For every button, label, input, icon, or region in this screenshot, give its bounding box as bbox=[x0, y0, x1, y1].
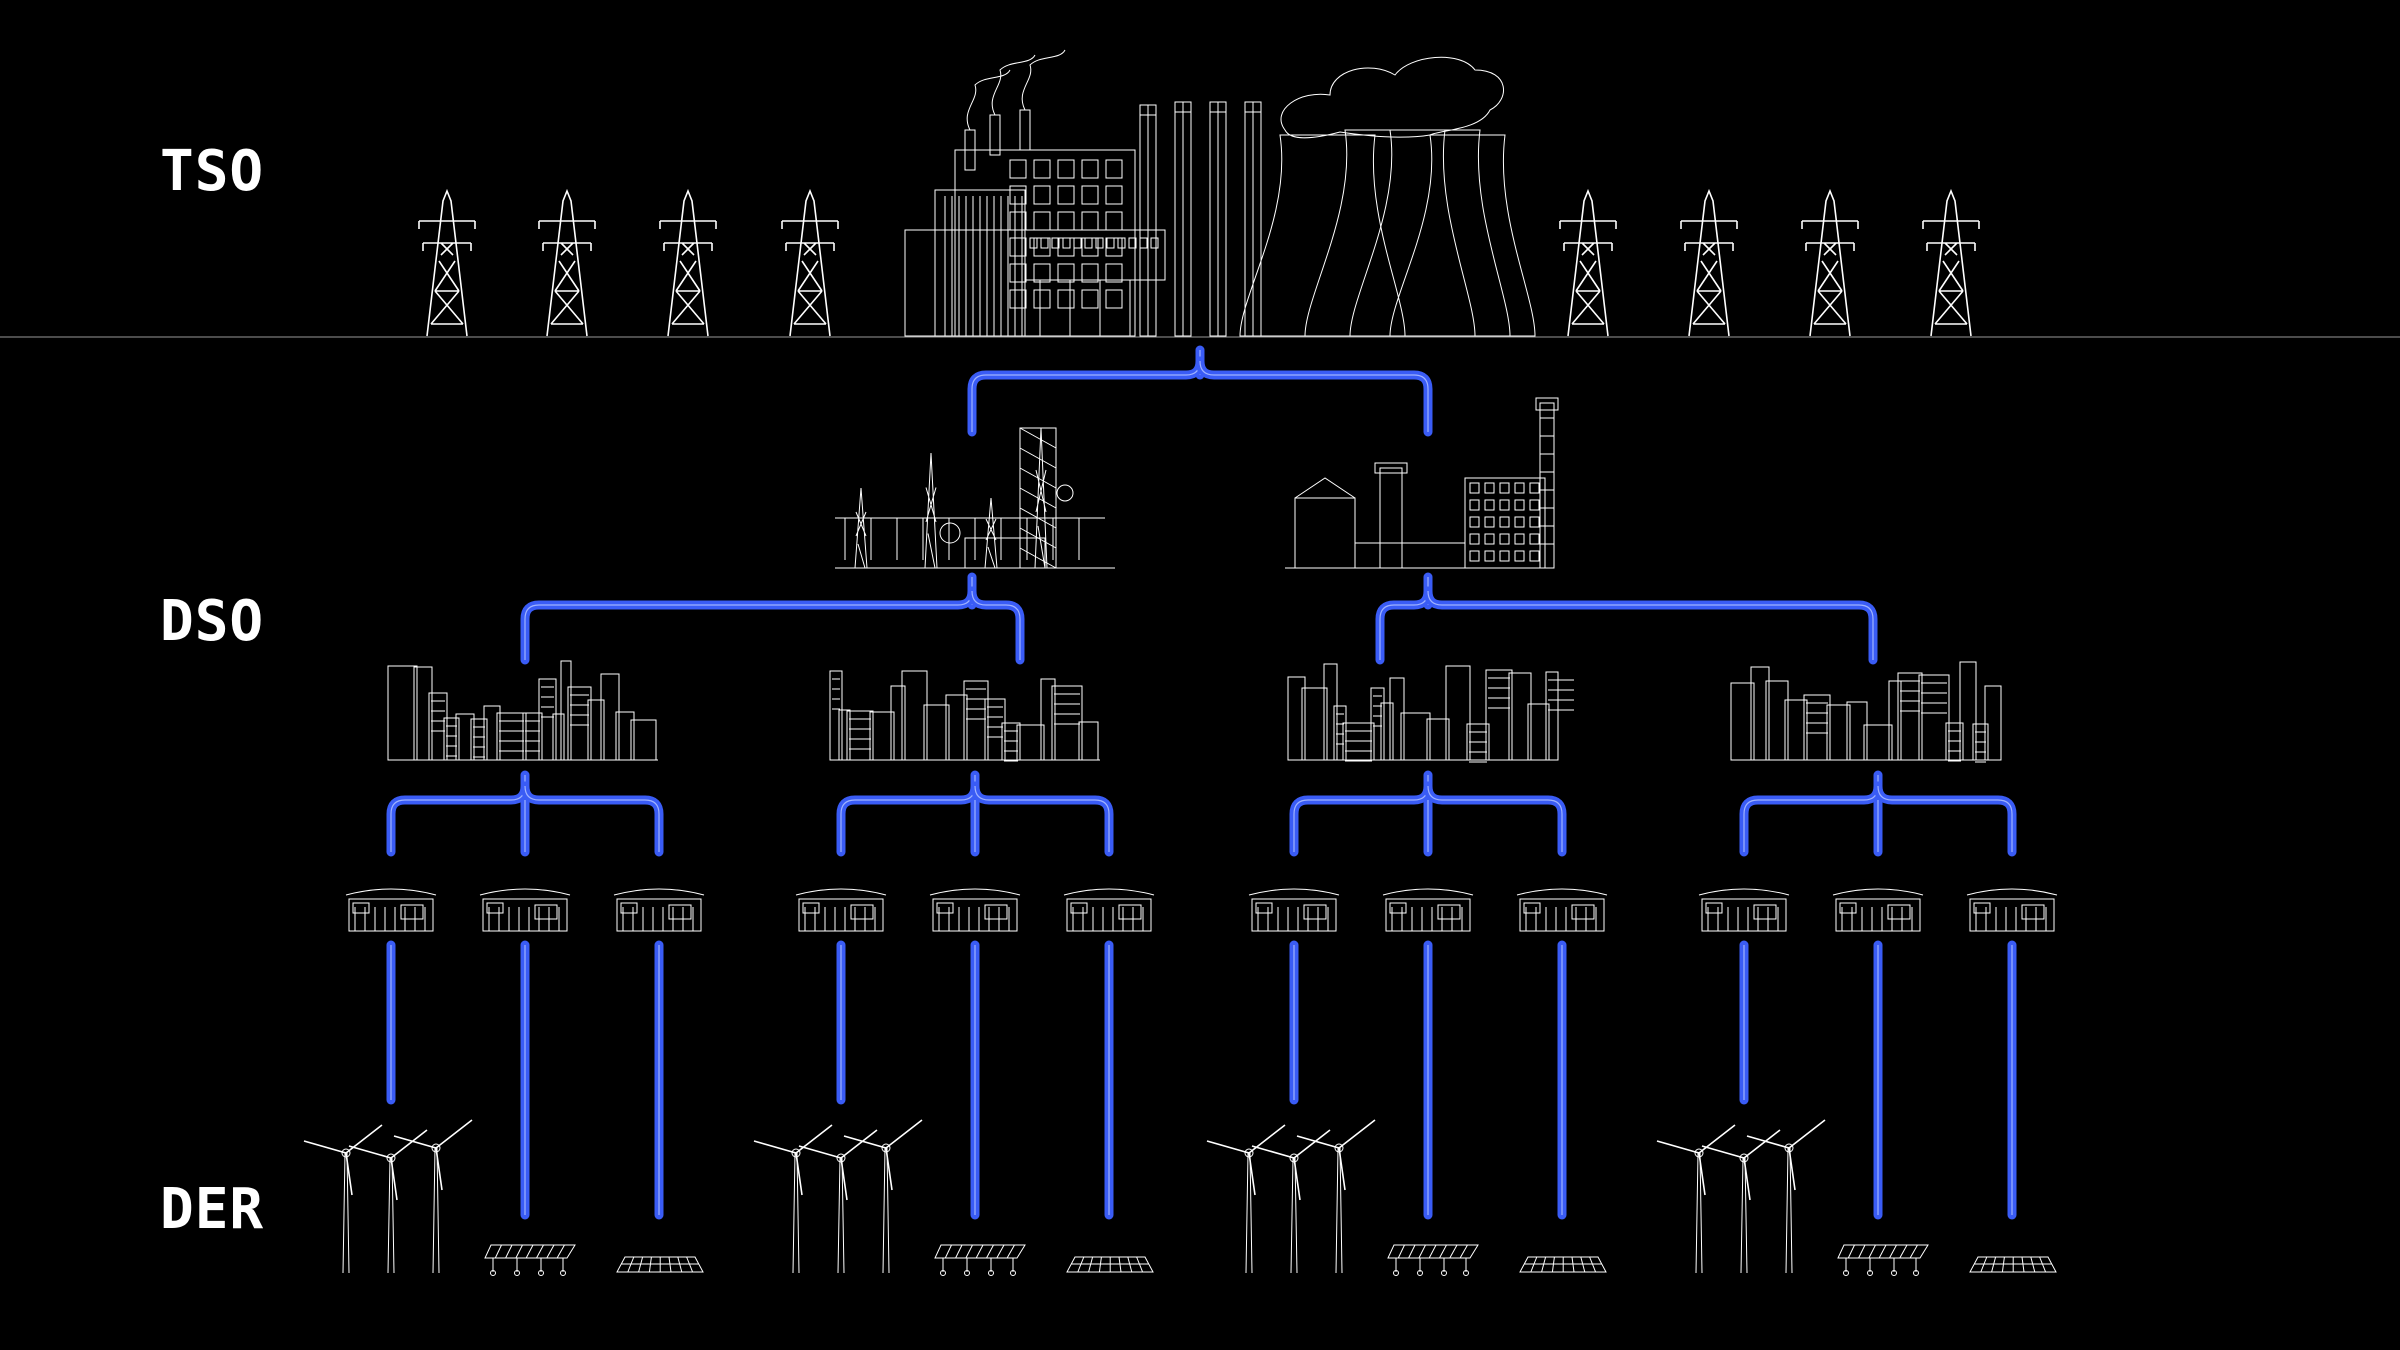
feeder-substation-icon bbox=[1382, 888, 1474, 932]
dso-sub-a-wire-branch-0 bbox=[520, 586, 977, 665]
feeder-substation-icon bbox=[1832, 888, 1924, 932]
solar-panel-icon bbox=[1066, 1256, 1154, 1273]
wind-turbines-icon bbox=[753, 1119, 923, 1274]
transmission-tower-icon bbox=[538, 188, 596, 337]
transmission-tower-icon bbox=[1680, 188, 1738, 337]
wind-turbine-icon bbox=[1206, 1124, 1286, 1274]
wind-turbines-icon bbox=[303, 1119, 473, 1274]
dso-sub-b-wire-branch-0 bbox=[1375, 586, 1433, 665]
solar-array-icon bbox=[934, 1244, 1026, 1276]
solar-panel-icon bbox=[616, 1256, 704, 1273]
wind-turbine-icon bbox=[1251, 1129, 1331, 1274]
feeder-substation-icon bbox=[1516, 888, 1608, 932]
dso-label: DSO bbox=[160, 589, 264, 654]
wind-turbine-icon bbox=[393, 1119, 473, 1274]
feeder-substation-icon bbox=[1966, 888, 2058, 932]
industrial-substation-icon bbox=[835, 427, 1115, 569]
wind-turbine-icon bbox=[798, 1129, 878, 1274]
wind-turbines-icon bbox=[1656, 1119, 1826, 1274]
transmission-tower-icon bbox=[659, 188, 717, 337]
solar-array-icon bbox=[1837, 1244, 1929, 1276]
solar-array-icon bbox=[484, 1244, 576, 1276]
wind-turbine-icon bbox=[753, 1124, 833, 1274]
der-assets bbox=[303, 1119, 2057, 1276]
industrial-substation-icon bbox=[1285, 397, 1559, 569]
dso-sub-b-wire-branch-1 bbox=[1423, 586, 1878, 665]
wire-network bbox=[386, 345, 2017, 1220]
transmission-tower-icon bbox=[781, 188, 839, 337]
wind-turbine-icon bbox=[348, 1129, 428, 1274]
dso-city-blocks bbox=[387, 660, 2002, 763]
city-2-wire-branch-2 bbox=[1423, 781, 1567, 857]
wind-turbine-icon bbox=[1296, 1119, 1376, 1274]
solar-array-icon bbox=[1387, 1244, 1479, 1276]
wind-turbine-icon bbox=[1746, 1119, 1826, 1274]
city-skyline-icon bbox=[1287, 663, 1574, 763]
wind-turbine-icon bbox=[843, 1119, 923, 1274]
tso-label: TSO bbox=[160, 139, 264, 204]
feeder-substation-icon bbox=[1063, 888, 1155, 932]
solar-panel-icon bbox=[1969, 1256, 2057, 1273]
feeder-substations bbox=[345, 888, 2058, 932]
wind-turbine-icon bbox=[303, 1124, 383, 1274]
city-3-wire-branch-2 bbox=[1873, 781, 2017, 857]
feeder-substation-icon bbox=[1248, 888, 1340, 932]
feeder-substation-icon bbox=[479, 888, 571, 932]
city-3-wire-branch-0 bbox=[1739, 781, 1883, 857]
wind-turbine-icon bbox=[1701, 1129, 1781, 1274]
city-0-wire-branch-0 bbox=[386, 781, 530, 857]
feeder-substation-icon bbox=[1698, 888, 1790, 932]
solar-panel-icon bbox=[1519, 1256, 1607, 1273]
feeder-substation-icon bbox=[345, 888, 437, 932]
city-skyline-icon bbox=[1730, 661, 2002, 763]
city-1-wire-branch-2 bbox=[970, 781, 1114, 857]
dso-substations bbox=[835, 397, 1559, 569]
der-label: DER bbox=[160, 1177, 264, 1242]
wind-turbine-icon bbox=[1656, 1124, 1736, 1274]
wind-turbines-icon bbox=[1206, 1119, 1376, 1274]
city-skyline-icon bbox=[829, 670, 1100, 762]
dso-sub-a-wire-branch-1 bbox=[967, 586, 1025, 665]
feeder-substation-icon bbox=[929, 888, 1021, 932]
transmission-tower-icon bbox=[418, 188, 476, 337]
transmission-tower-icon bbox=[1922, 188, 1980, 337]
tso-to-dso-wire-branch-1 bbox=[1195, 356, 1433, 437]
feeder-substation-icon bbox=[795, 888, 887, 932]
transmission-tower-icon bbox=[1801, 188, 1859, 337]
city-1-wire-branch-0 bbox=[836, 781, 980, 857]
city-2-wire-branch-0 bbox=[1289, 781, 1433, 857]
tso-transmission-towers bbox=[418, 188, 1980, 337]
transmission-tower-icon bbox=[1559, 188, 1617, 337]
city-skyline-icon bbox=[387, 660, 658, 761]
feeder-substation-icon bbox=[613, 888, 705, 932]
tso-to-dso-wire-branch-0 bbox=[967, 356, 1205, 437]
power-plant-icon bbox=[904, 49, 1536, 337]
city-0-wire-branch-2 bbox=[520, 781, 664, 857]
